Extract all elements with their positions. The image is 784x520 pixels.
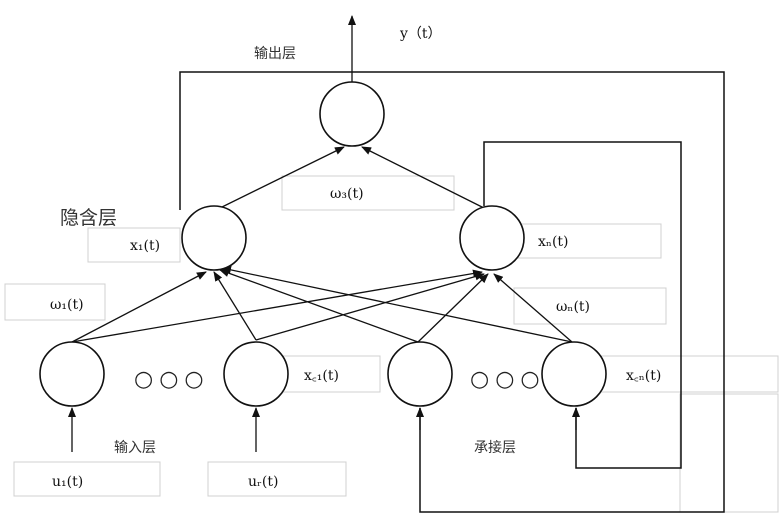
output-feedback-loop — [179, 71, 725, 513]
conn-cn-hn — [493, 273, 573, 343]
label-y: y（t） — [399, 26, 442, 42]
u1-label-box — [13, 461, 161, 497]
wn-label-box — [513, 287, 667, 325]
conn-ir-hn — [255, 272, 485, 341]
label-xcn: x꜀ₙ(t) — [626, 368, 661, 384]
ur-label-box — [207, 461, 347, 497]
input-node-1 — [39, 341, 105, 407]
label-w1: ω₁(t) — [50, 297, 84, 313]
x1-label-box — [87, 227, 181, 263]
hidden-node-n — [459, 205, 525, 271]
conn-i1-h1 — [71, 271, 207, 343]
label-output-layer: 输出层 — [254, 46, 296, 62]
label-u1: u₁(t) — [52, 474, 83, 490]
label-xn: xₙ(t) — [538, 234, 569, 250]
w1-label-box — [4, 283, 106, 321]
label-wn: ωₙ(t) — [556, 299, 590, 315]
label-w3: ω₃(t) — [330, 186, 364, 202]
label-x1: x₁(t) — [130, 238, 160, 254]
conn-ir-h1 — [213, 271, 257, 341]
bottom-right-box — [679, 393, 779, 513]
label-xc1: x꜀₁(t) — [304, 368, 339, 384]
context-node-n — [541, 341, 607, 407]
label-hidden-layer: 隐含层 — [60, 207, 117, 229]
xn-label-box — [497, 223, 662, 259]
label-input-layer: 输入层 — [114, 440, 156, 456]
conn-h1-out — [219, 146, 345, 209]
w3-label-box — [281, 175, 455, 211]
hidden-node-1 — [181, 205, 247, 271]
label-ur: uᵣ(t) — [248, 474, 278, 490]
output-node — [319, 81, 385, 147]
xcn-label-box — [581, 355, 779, 393]
ellipsis-input: ○○○ — [134, 367, 210, 392]
input-node-r — [223, 341, 289, 407]
hidden-feedback-loop — [483, 141, 682, 469]
conn-c1-h1 — [219, 269, 419, 343]
conn-c1-hn — [417, 273, 489, 343]
ellipsis-context: ○○○ — [470, 367, 546, 392]
label-context-layer: 承接层 — [474, 439, 516, 456]
conn-cn-h1 — [221, 265, 573, 343]
context-node-1 — [387, 341, 453, 407]
conn-i1-hn — [71, 269, 483, 343]
conn-hn-out — [361, 146, 485, 209]
